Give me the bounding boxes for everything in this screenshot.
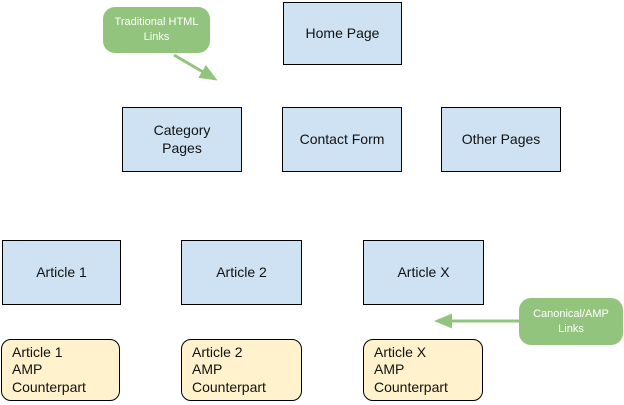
node-contact-form: Contact Form: [282, 107, 402, 172]
callout-canonical-amp-links: Canonical/AMP Links: [519, 298, 623, 345]
node-category-pages: Category Pages: [122, 107, 242, 172]
node-article-1-amp-counterpart: Article 1 AMP Counterpart: [1, 339, 120, 401]
node-article-2-amp-counterpart: Article 2 AMP Counterpart: [181, 339, 302, 401]
node-article-x-amp-counterpart: Article X AMP Counterpart: [363, 339, 483, 401]
node-article-2: Article 2: [181, 240, 302, 305]
node-other-pages: Other Pages: [441, 107, 561, 172]
node-article-x: Article X: [363, 240, 484, 305]
node-home-page: Home Page: [283, 2, 402, 65]
node-article-1: Article 1: [2, 240, 121, 305]
callout-traditional-html-links: Traditional HTML Links: [103, 7, 210, 53]
traditional-links-arrow: [173, 53, 218, 81]
